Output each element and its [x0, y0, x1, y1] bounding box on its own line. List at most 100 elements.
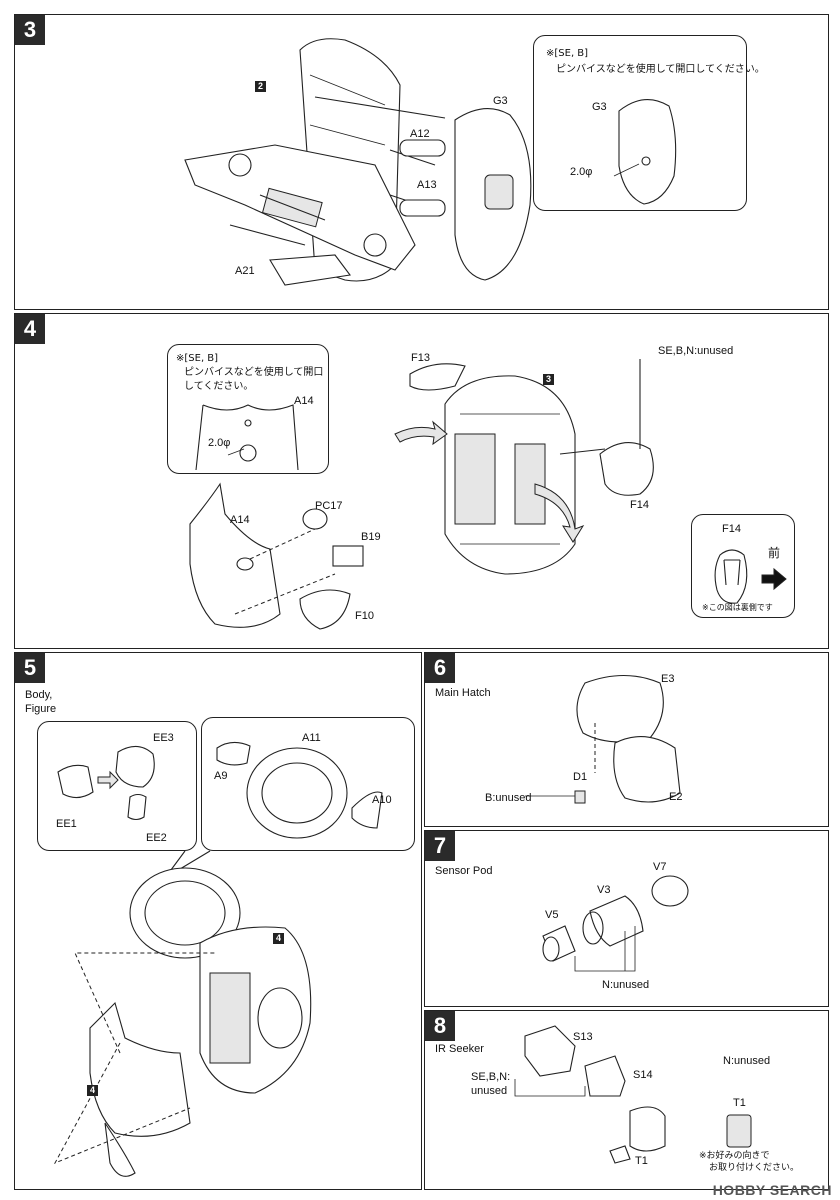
step-4-illustration: [189, 359, 654, 630]
figure-inset: EE3 EE1 EE2: [37, 721, 197, 851]
note-part-label: G3: [592, 101, 607, 113]
note-drill-size: 2.0φ: [570, 166, 593, 178]
step-subtitle-line-2: Figure: [25, 703, 57, 715]
step-subtitle: Sensor Pod: [435, 865, 493, 877]
e3-part: [576, 675, 664, 743]
note-part-label: A14: [294, 395, 314, 407]
part-label-f10: F10: [355, 610, 374, 622]
figure-diagram: [57, 745, 155, 821]
ee3-part: [115, 745, 155, 788]
step-subtitle: Main Hatch: [435, 687, 491, 699]
s13-part: [524, 1025, 576, 1077]
unused-note: N:unused: [602, 979, 650, 991]
part-label-a9: A9: [214, 770, 228, 782]
part-label-a14: A14: [230, 514, 250, 526]
part-label-b19: B19: [361, 531, 381, 543]
part-label-v5: V5: [545, 909, 559, 921]
note-line-2: してください。: [184, 381, 254, 392]
part-label-e2: E2: [669, 791, 683, 803]
a10-part: [351, 791, 383, 829]
v7-part: [651, 875, 689, 907]
a11-part: [246, 747, 348, 839]
step-number: 4: [15, 314, 45, 344]
part-label-s14: S14: [633, 1069, 653, 1081]
step-8-panel: 8 IR Seeker S13 S14 SE,B,N: unused T1 N:…: [424, 1010, 829, 1190]
drill-note-a14: ※[SE, B] ピンバイスなどを使用して開口 してください。 A14 2.0φ: [167, 344, 329, 474]
part-label-e3: E3: [661, 673, 675, 685]
step-4-panel: 4 ※[SE, B] ピンバイスなどを使用して開口 してください。 A14 2.…: [14, 313, 829, 649]
unused-note: B:unused: [485, 792, 532, 804]
a9-part: [216, 741, 251, 766]
step-ref-tag: 3: [543, 374, 554, 385]
step-number: 8: [425, 1011, 455, 1041]
step-6-panel: 6 Main Hatch E3 D1 E2 B:unused: [424, 652, 829, 827]
step-7-illustration: [542, 875, 689, 972]
inset-part-label: F14: [722, 523, 741, 535]
a14-part: [189, 482, 281, 628]
step-ref-tag-lower: 4: [87, 1085, 98, 1096]
b19-part: [332, 545, 364, 567]
part-label-v7: V7: [653, 861, 667, 873]
step-ref-tag: 2: [255, 81, 266, 92]
part-label-s13: S13: [573, 1031, 593, 1043]
part-label-ee2: EE2: [146, 832, 167, 844]
note-ref: ※[SE, B]: [176, 353, 219, 364]
front-direction-label: 前: [768, 546, 781, 560]
unused-note-line-2: unused: [471, 1085, 508, 1097]
part-label-a12: A12: [410, 128, 430, 140]
a21-part: [269, 254, 351, 286]
note-drill-size: 2.0φ: [208, 437, 231, 449]
orientation-note-line-2: お取り付けください。: [709, 1163, 800, 1173]
step-5-illustration: [53, 850, 312, 1177]
pc17-part: [302, 508, 328, 530]
d1-part: [574, 790, 586, 804]
part-label-t1-attached: T1: [635, 1155, 648, 1167]
ee2-part: [127, 793, 147, 821]
s14-part: [584, 1055, 626, 1097]
drill-note-g3: ※[SE, B] ピンバイスなどを使用して開口してください。 G3 2.0φ: [533, 35, 765, 211]
step-3-panel: 3 2 G3 A12 A13 A21 ※[SE, B] ピンバイスなどを使用して…: [14, 14, 829, 310]
note-line-1: ピンバイスなどを使用して開口: [184, 367, 324, 378]
part-label-a10: A10: [372, 794, 392, 806]
f13-part: [409, 363, 466, 391]
step-8-illustration: [514, 1025, 752, 1164]
unused-note: SE,B,N:unused: [658, 345, 734, 357]
step-number: 5: [15, 653, 45, 683]
step-3-illustration: [184, 38, 532, 286]
e2-part: [613, 736, 681, 803]
part-label-ee3: EE3: [153, 732, 174, 744]
part-label-a21: A21: [235, 265, 255, 277]
f14-orientation-inset: F14 前 ※この図は裏側です: [691, 514, 795, 618]
f14-orientation-diagram: [714, 549, 787, 604]
step-ref-tag-upper: 4: [273, 933, 284, 944]
part-label-t1-sheet: T1: [733, 1097, 746, 1109]
hatch-frame-diagram: [216, 741, 383, 839]
note-text: ピンバイスなどを使用して開口してください。: [556, 64, 765, 75]
v3-part: [589, 895, 644, 947]
part-label-a11: A11: [302, 732, 321, 744]
step-number: 6: [425, 653, 455, 683]
part-label-v3: V3: [597, 884, 611, 896]
step-subtitle-line-1: Body,: [25, 689, 53, 701]
step-subtitle: IR Seeker: [435, 1043, 484, 1055]
part-label-f14: F14: [630, 499, 649, 511]
part-label-g3: G3: [493, 95, 508, 107]
part-label-d1: D1: [573, 771, 588, 783]
n-unused-note: N:unused: [723, 1055, 771, 1067]
part-label-a13: A13: [417, 179, 437, 191]
step-number: 7: [425, 831, 455, 861]
a14-drill-diagram: [195, 404, 299, 471]
inset-caption: ※この図は裏側です: [702, 603, 773, 612]
t1-sticker: [726, 1114, 752, 1148]
f10-part: [299, 589, 351, 630]
note-ref: ※[SE, B]: [546, 48, 589, 59]
step-7-panel: 7 Sensor Pod V7 V3 V5 N:unused: [424, 830, 829, 1007]
unused-note-line-1: SE,B,N:: [471, 1071, 511, 1083]
part-label-ee1: EE1: [56, 818, 77, 830]
step-number: 3: [15, 15, 45, 45]
a13-rod: [399, 199, 446, 217]
hatch-inset: A11 A9 A10: [201, 717, 415, 851]
g3-drill-diagram: [613, 99, 677, 205]
a12-rod: [399, 139, 446, 157]
f14-part: [599, 442, 654, 496]
